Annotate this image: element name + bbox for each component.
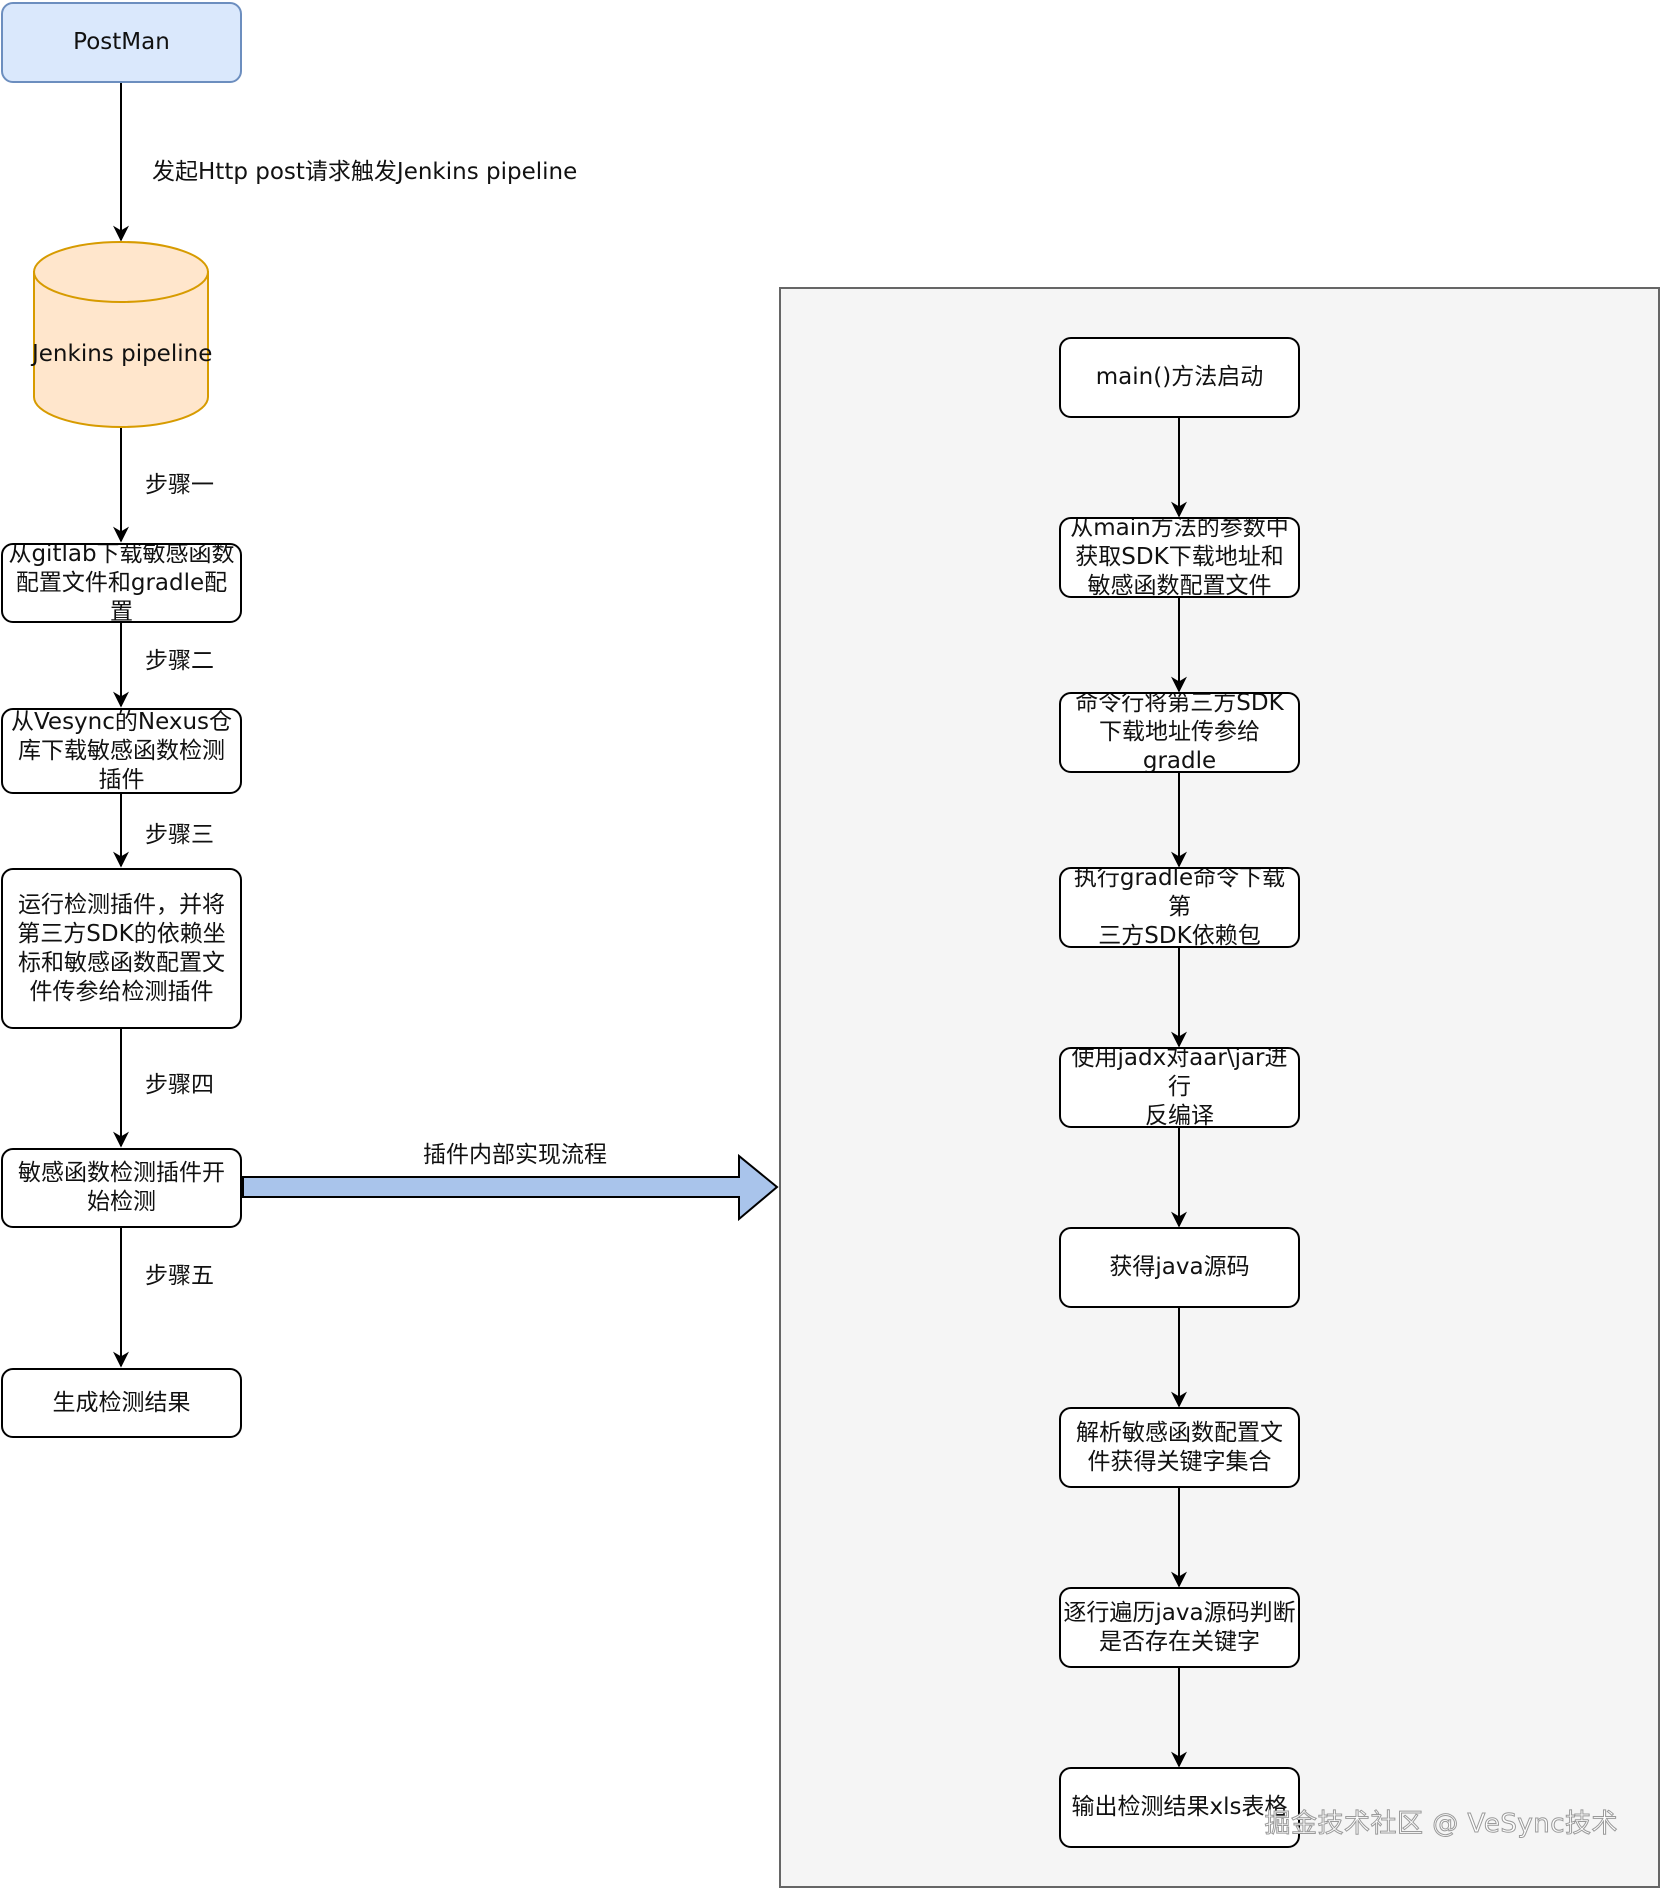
download-plugin-node: 从Vesync的Nexus仓 库下载敏感函数检测 插件 [1,708,242,794]
watermark: 掘金技术社区 @ VeSync技术 [1264,1809,1618,1840]
decompile-node: 使用jadx对aar\jar进行 反编译 [1059,1047,1300,1128]
jenkins-pipeline-cylinder [33,241,209,428]
edge-label-step5: 步骤五 [145,1263,214,1289]
output-xls-node: 输出检测结果xls表格 [1059,1767,1300,1848]
edge-label-step4: 步骤四 [145,1072,214,1098]
download-config-node: 从gitlab下载敏感函数 配置文件和gradle配置 [1,543,242,623]
java-source-node: 获得java源码 [1059,1227,1300,1308]
gradle-download-node: 执行gradle命令下载第 三方SDK依赖包 [1059,867,1300,948]
pass-sdk-url-node: 命令行将第三方SDK 下载地址传参给gradle [1059,692,1300,773]
edge-label-step3: 步骤三 [145,822,214,848]
parse-keywords-node: 解析敏感函数配置文 件获得关键字集合 [1059,1407,1300,1488]
scan-source-node: 逐行遍历java源码判断 是否存在关键字 [1059,1587,1300,1668]
start-detection-node: 敏感函数检测插件开 始检测 [1,1148,242,1228]
edge-label-step1: 步骤一 [145,472,214,498]
main-start-node: main()方法启动 [1059,337,1300,418]
result-node: 生成检测结果 [1,1368,242,1438]
get-params-node: 从main方法的参数中 获取SDK下载地址和 敏感函数配置文件 [1059,517,1300,598]
edge-label-step2: 步骤二 [145,648,214,674]
plugin-flow-arrow [242,1153,779,1222]
run-plugin-node: 运行检测插件，并将 第三方SDK的依赖坐 标和敏感函数配置文 件传参给检测插件 [1,868,242,1029]
big-arrow-label: 插件内部实现流程 [423,1142,607,1168]
jenkins-pipeline-label: Jenkins pipeline [32,341,213,367]
trigger-label: 发起Http post请求触发Jenkins pipeline [152,159,578,185]
postman-node: PostMan [1,2,242,83]
